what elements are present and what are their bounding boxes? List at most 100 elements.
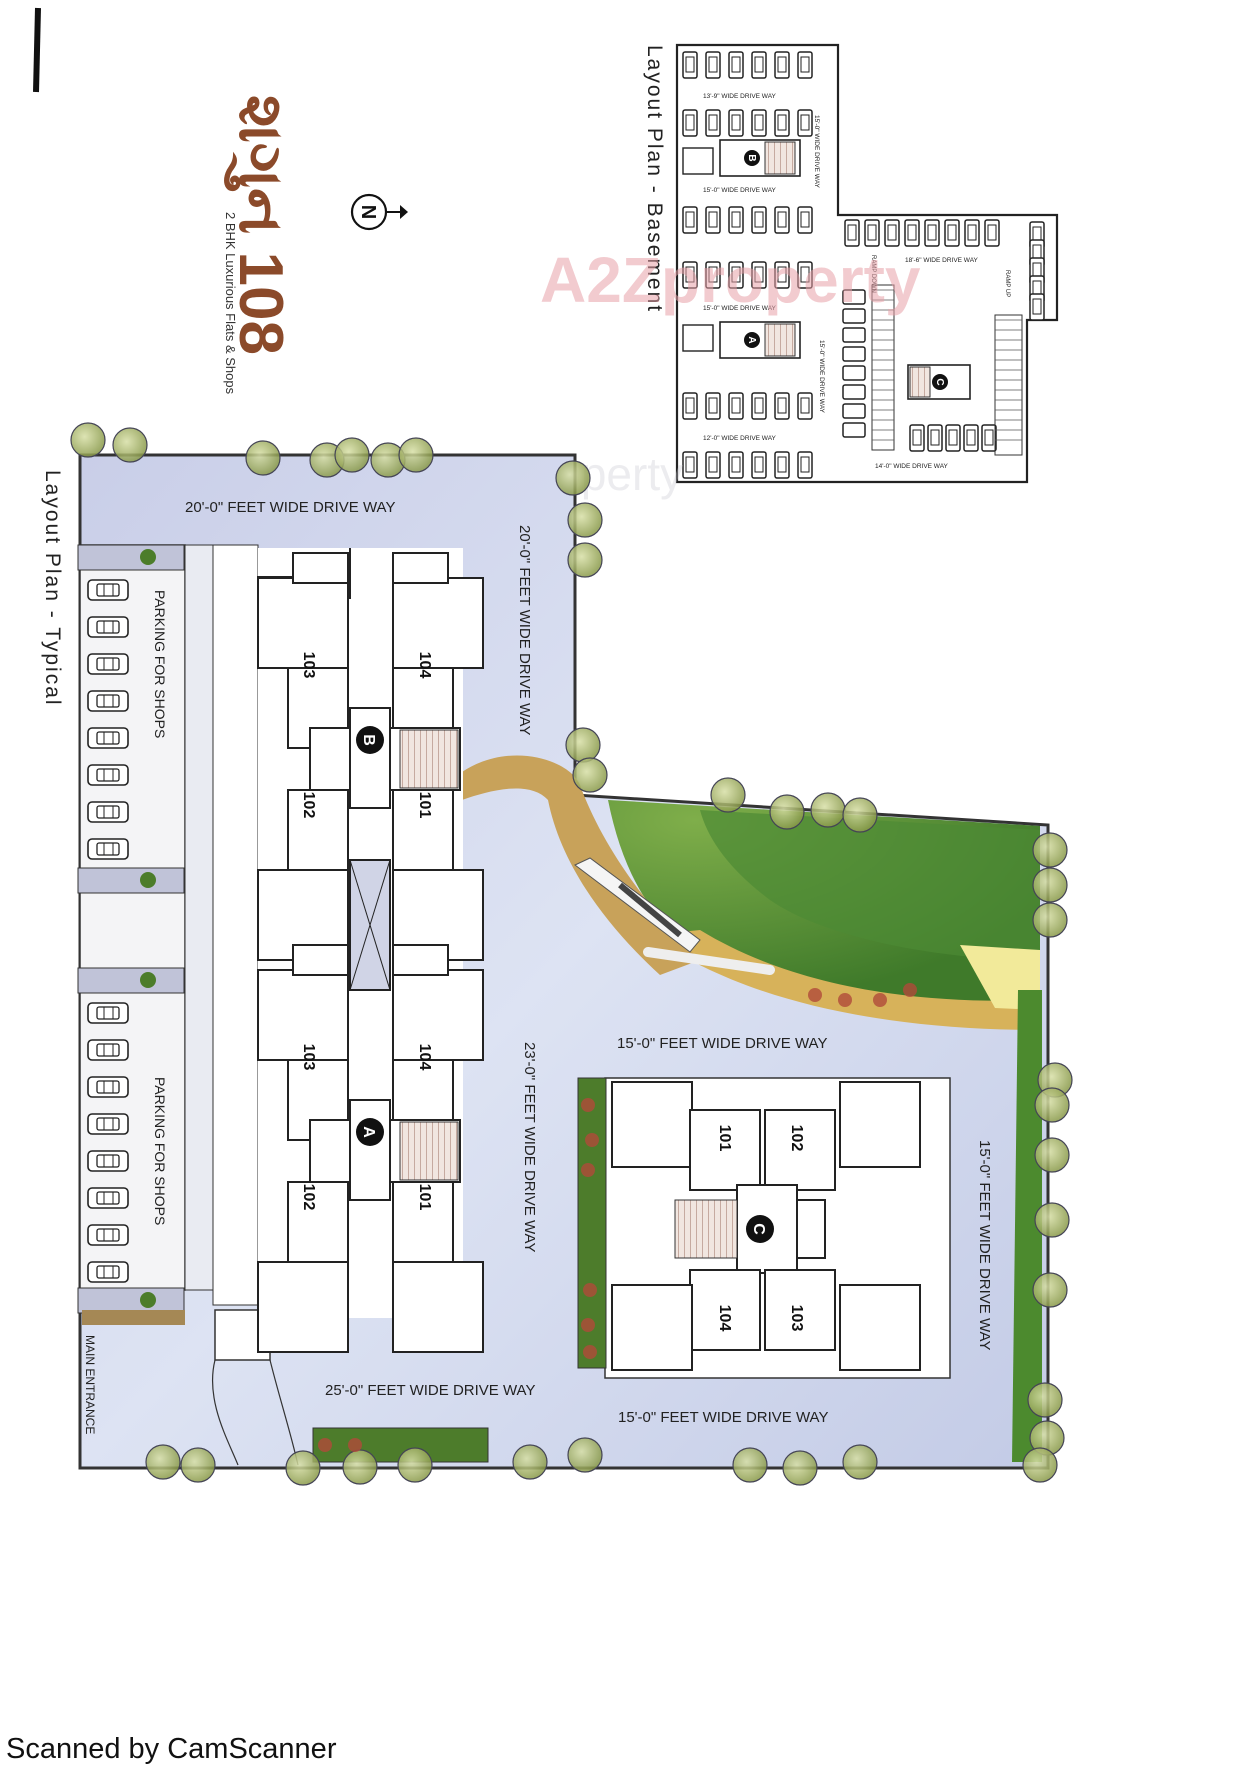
tree	[245, 440, 281, 476]
flat-room	[611, 1284, 693, 1371]
basement-parking-slot	[682, 109, 698, 137]
block-marker	[356, 1118, 384, 1146]
basement-parking-slot	[682, 206, 698, 234]
unit-number: 102	[788, 1125, 805, 1152]
unit-number: 103	[788, 1305, 805, 1332]
logo-text: શગુન 108	[224, 95, 295, 355]
shop-parking-slot	[87, 1261, 129, 1283]
flat-room	[764, 1109, 836, 1191]
flat-room	[257, 1261, 349, 1353]
basement-drive-label: 12'-0" WIDE DRIVE WAY	[703, 435, 777, 442]
basement-parking-slot	[751, 109, 767, 137]
core-cross	[349, 707, 391, 809]
flat-room	[257, 969, 349, 1061]
tree	[285, 1450, 321, 1486]
unit-number: 104	[416, 652, 433, 679]
north-label: N	[357, 205, 379, 219]
basement-parking-slot	[842, 365, 866, 381]
tree	[732, 1447, 768, 1483]
flower-shrub	[808, 988, 822, 1002]
basement-parking-slot	[844, 219, 860, 247]
ramp-down-label: RAMP DOWN	[870, 255, 876, 293]
flower-shrub	[348, 1438, 362, 1452]
tree	[397, 1447, 433, 1483]
green-strip-right	[1012, 990, 1042, 1462]
typical-site: PARKING FOR SHOPS PARKING FOR SHOPS MAIN…	[41, 422, 1073, 1486]
basement-parking-slot	[842, 422, 866, 438]
basement-parking-slot	[705, 51, 721, 79]
drive-label-bottom-left: 25'-0" FEET WIDE DRIVE WAY	[325, 1382, 535, 1399]
tree	[810, 792, 846, 828]
basement-drive-label: 14'-0" WIDE DRIVE WAY	[875, 463, 949, 470]
parking-label: PARKING FOR SHOPS	[152, 590, 168, 738]
drive-label-top: 20'-0" FEET WIDE DRIVE WAY	[185, 499, 395, 516]
shop-parking-slot	[87, 653, 129, 675]
basement-parking-slot	[964, 219, 980, 247]
basement-plan: Layout Plan - Basement 13'-9" WIDE DRIVE…	[643, 43, 1059, 484]
flat-room	[287, 1181, 349, 1263]
basement-parking-slot	[842, 346, 866, 362]
tree	[842, 1444, 878, 1480]
basement-drive-label: 18'-6" WIDE DRIVE WAY	[905, 257, 979, 264]
shrub	[140, 549, 156, 565]
tree	[782, 1450, 818, 1486]
tree	[567, 542, 603, 578]
flat-room	[839, 1284, 921, 1371]
tree	[769, 794, 805, 830]
basement-drive-label: 13'-9" WIDE DRIVE WAY	[703, 93, 777, 100]
staircase	[399, 729, 459, 789]
basement-parking-slot	[842, 327, 866, 343]
north-arrow: N	[350, 193, 408, 231]
basement-parking-slot	[682, 392, 698, 420]
lawn-inner	[700, 810, 1040, 960]
basement-parking-slot	[705, 109, 721, 137]
shop-parking-slot	[87, 1002, 129, 1024]
shrub	[140, 1292, 156, 1308]
basement-parking-slot	[751, 206, 767, 234]
basement-parking-slot	[751, 392, 767, 420]
block-label: C	[750, 1223, 767, 1235]
unit-number: 101	[716, 1125, 733, 1152]
basement-parking-slot	[797, 206, 813, 234]
basement-parking-slot	[705, 451, 721, 479]
flat-room	[764, 1269, 836, 1351]
ramp-up-label: RAMP UP	[1004, 270, 1010, 297]
basement-parking-slot	[909, 424, 925, 452]
tree	[1032, 867, 1068, 903]
shop-parking-slot	[87, 1187, 129, 1209]
flower-shrub	[873, 993, 887, 1007]
staircase	[674, 1199, 738, 1259]
tree	[1032, 832, 1068, 868]
balcony	[392, 552, 449, 584]
basement-parking-slot	[1029, 293, 1045, 321]
flat-room	[392, 577, 484, 669]
unit-number: 101	[416, 1184, 433, 1211]
tree	[1034, 1087, 1070, 1123]
drive-label-middle: 23'-0" FEET WIDE DRIVE WAY	[521, 1042, 538, 1252]
basement-car-row	[682, 51, 1045, 479]
basement-core-a: A	[719, 321, 801, 359]
unit-number: 103	[300, 1044, 317, 1071]
basement-parking-slot	[682, 147, 714, 175]
ramp-up	[994, 314, 1023, 456]
basement-parking-slot	[751, 451, 767, 479]
tree	[180, 1447, 216, 1483]
flower-shrub	[903, 983, 917, 997]
flower-shrub	[583, 1283, 597, 1297]
flat-room	[689, 1109, 761, 1191]
tree	[398, 437, 434, 473]
basement-parking-slot	[904, 219, 920, 247]
unit-number: 104	[716, 1305, 733, 1332]
tree	[145, 1444, 181, 1480]
balcony	[292, 552, 349, 584]
brand-logo: શગુન 108 2 BHK Luxurious Flats & Shops	[223, 95, 295, 395]
flat-room	[392, 1261, 484, 1353]
basement-parking-slot	[705, 392, 721, 420]
basement-parking-slot	[797, 51, 813, 79]
flat-room	[392, 789, 454, 871]
basement-drive-label: 15'-0" WIDE DRIVE WAY	[703, 305, 777, 312]
flower-shrub	[581, 1098, 595, 1112]
lift	[796, 1199, 826, 1259]
basement-parking-slot	[728, 451, 744, 479]
scanner-footer: Scanned by CamScanner	[6, 1733, 337, 1765]
